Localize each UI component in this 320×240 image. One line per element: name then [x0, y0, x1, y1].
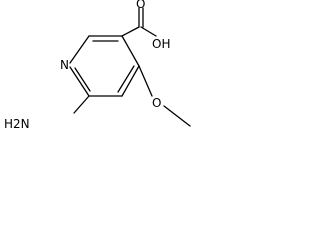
bond-c4-ether-oxygen: [138, 65, 153, 97]
amino-label: H2N: [4, 117, 30, 131]
bond-carboxyl-hydroxyl: [140, 26, 157, 37]
bond-ring-double-inner-right: [117, 65, 135, 93]
hydroxyl-label: OH: [152, 37, 170, 51]
chemical-structure: N OH O H2N O: [4, 0, 191, 131]
bond-ring-c6-n: [69, 66, 90, 97]
ether-oxygen-label: O: [152, 96, 161, 110]
bond-c6-amino: [73, 95, 90, 114]
ring-nitrogen-label: N: [60, 58, 69, 72]
bond-ring-double-inner-left: [74, 67, 91, 92]
bond-ether-methyl: [163, 105, 191, 127]
bond-ring-c3-c4: [121, 35, 140, 67]
bond-c3-carboxyl: [121, 26, 140, 37]
bond-ring-n-c2: [69, 35, 90, 64]
bond-ring-c4-c5: [121, 65, 140, 97]
carbonyl-oxygen-label: O: [136, 0, 145, 11]
